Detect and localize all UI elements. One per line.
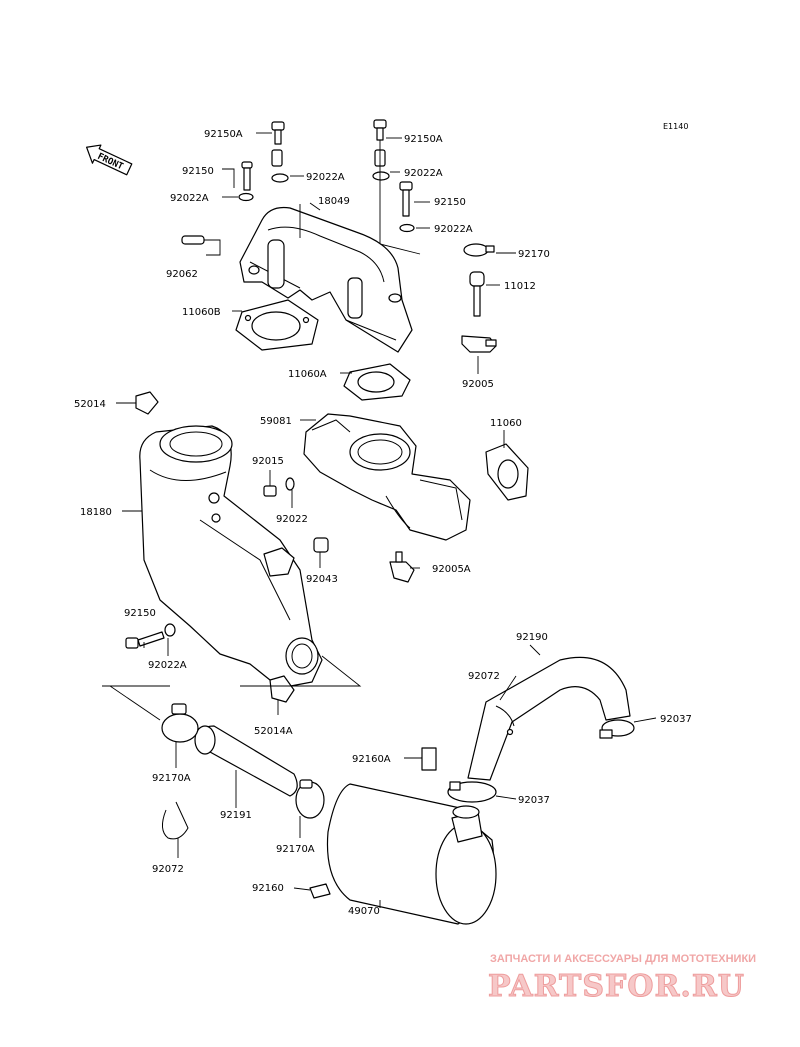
washer-92022 [285,477,295,491]
nut-92015 [263,485,277,497]
hose-92190 [467,656,631,781]
label-92062: 92062 [166,269,198,280]
clamp-92170A-mid [295,779,325,819]
fitting-52014 [135,391,159,415]
label-11012: 11012 [504,281,536,292]
label-11060: 11060 [490,418,522,429]
label-92022A-lower: 92022A [148,660,187,671]
bolt-92150-lower [125,623,176,649]
expansion-chamber-18180 [139,425,323,689]
clamp-92037-right [599,719,635,739]
label-92005: 92005 [462,379,494,390]
damper-92160 [309,883,331,899]
label-59081: 59081 [260,416,292,427]
spacer-92043 [313,537,329,553]
watermark-tagline: ЗАПЧАСТИ И АКСЕССУАРЫ ДЛЯ МОТОТЕХНИКИ [490,953,756,965]
bolt-92150A-right [372,119,390,181]
label-92022A-right: 92022A [434,224,473,235]
muffler-49070 [326,783,497,925]
label-92150-left: 92150 [182,166,214,177]
bolt-92150-right [399,181,415,233]
label-92022: 92022 [276,514,308,525]
label-92150-lower: 92150 [124,608,156,619]
bolt-92150-left [238,161,254,202]
label-52014: 52014 [74,399,106,410]
label-92150-right: 92150 [434,197,466,208]
clamp-92170A-left [161,703,199,743]
diagram-code: E1140 [663,122,688,131]
label-92037-mid: 92037 [518,795,550,806]
label-92022A-left: 92022A [170,193,209,204]
fitting-92005A [389,551,415,583]
fitting-92005 [461,335,497,353]
stud-92062 [181,235,205,245]
front-arrow-icon: FRONT [86,144,133,176]
label-52014A: 52014A [254,726,293,737]
label-11060A: 11060A [288,369,327,380]
label-92170A-mid: 92170A [276,844,315,855]
label-92170A-left: 92170A [152,773,191,784]
gasket-11060 [485,443,529,501]
exhaust-pipe-59081 [303,413,471,541]
label-92170: 92170 [518,249,550,260]
label-92190: 92190 [516,632,548,643]
hose-92191 [194,725,298,797]
label-11060B: 11060B [182,307,221,318]
damper-92160A [421,747,437,771]
label-92160: 92160 [252,883,284,894]
label-92022A-right-top: 92022A [404,168,443,179]
clamp-92037-mid [447,781,497,803]
label-92022A-mid: 92022A [306,172,345,183]
clamp-92170 [463,243,495,257]
pipe-11012 [469,271,485,317]
fitting-52014A [269,675,295,703]
bolt-92150A-left [271,121,289,183]
label-18049: 18049 [318,196,350,207]
label-92072-upper: 92072 [468,671,500,682]
label-49070: 49070 [348,906,380,917]
label-18180: 18180 [80,507,112,518]
leader-lines [102,132,657,908]
label-92150A-top-left: 92150A [204,129,243,140]
band-92072-lower [162,801,189,840]
label-92037-right: 92037 [660,714,692,725]
gasket-11060B [235,299,319,351]
label-92043: 92043 [306,574,338,585]
label-92072-lower: 92072 [152,864,184,875]
label-92150A-top-right: 92150A [404,134,443,145]
label-92191: 92191 [220,810,252,821]
watermark-logo: PARTSFOR.RU [488,969,745,1004]
label-92015: 92015 [252,456,284,467]
part-labels: 92150A 92150A 92150 92022A 92022A 18049 … [74,129,692,917]
label-92005A: 92005A [432,564,471,575]
gasket-11060A [343,363,411,401]
watermark: ЗАПЧАСТИ И АКСЕССУАРЫ ДЛЯ МОТОТЕХНИКИ PA… [488,953,757,1005]
label-92160A: 92160A [352,754,391,765]
